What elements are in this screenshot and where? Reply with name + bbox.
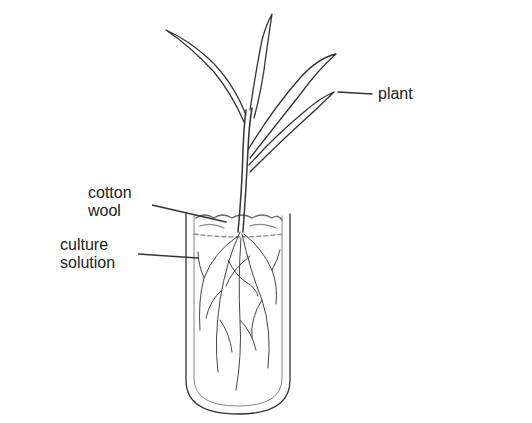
culture-solution-label: culture solution [58,236,138,272]
plant-label: plant [376,85,460,103]
leader-line [138,254,198,258]
plant-stem [238,110,246,232]
roots [198,232,280,390]
leaf [250,14,272,118]
leaf [249,92,334,172]
test-tube [186,214,290,414]
leaf [248,54,336,158]
test-tube-inner-wall [194,216,282,406]
leader-line [338,92,372,94]
cotton-wool-label: cotton wool [86,184,152,220]
leader-line [152,205,226,222]
leaf [166,30,246,122]
